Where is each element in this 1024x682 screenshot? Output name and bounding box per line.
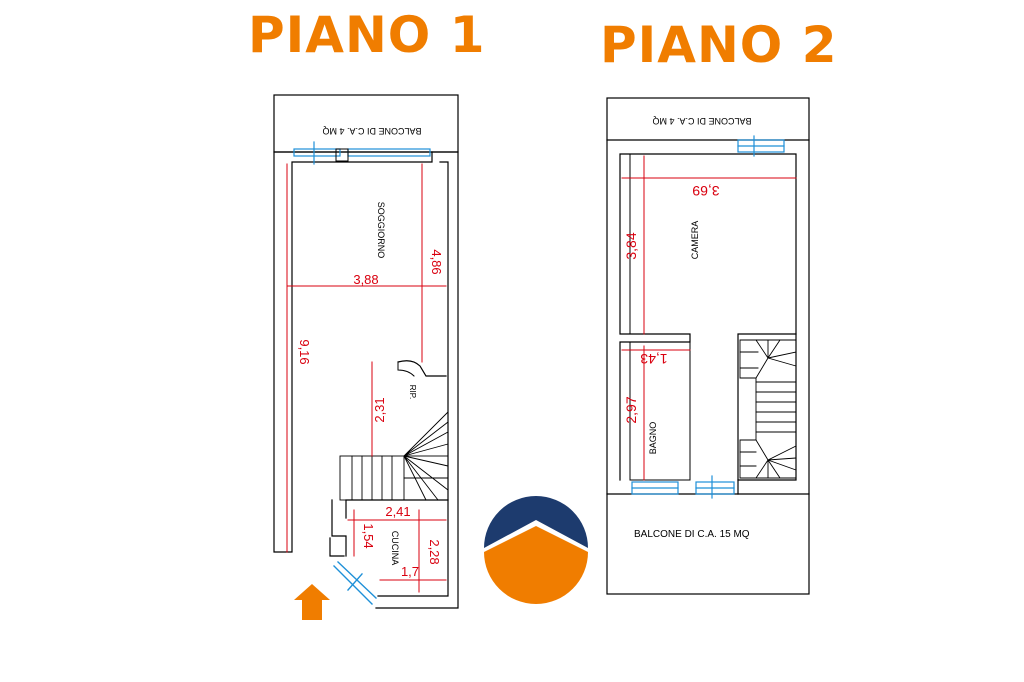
floor1-dimension-lines [286,163,447,593]
floor2-bath-walls [629,153,691,481]
floor2-plan: BALCONE DI C.A. 4 MQ BALCONE DI C.A. 15 … [606,97,810,595]
floor1-wall-right-inner [377,161,449,597]
floor1-window-kitchen [333,561,377,605]
floor1-staircase [339,410,449,501]
floor2-bathroom-label: BAGNO [648,422,658,455]
floor2-bedroom-walls [619,153,797,495]
floor1-storage-wall [397,360,447,377]
floor2-outline [606,97,810,595]
floor2-dim-bedroom-width: 3,69 [692,183,719,199]
floor2-dim-bath-depth: 2,97 [623,396,639,423]
floor1-kitchen-label: CUCINA [390,531,400,566]
logo-top-segment [484,496,588,548]
floor2-dim-bath-width: 1,43 [640,351,667,367]
floor2-balcony-bottom-label: BALCONE DI C.A. 15 MQ [634,529,750,540]
house-roof-logo-icon [484,496,588,604]
floor2-window-bath [631,481,679,495]
floor1-dim-kitchen-bottom: 1,7 [401,564,419,579]
floor2-title: PIANO 2 [600,16,838,74]
floor1-kitchen-nook [329,537,345,557]
floor1-balcony-label: BALCONE DI C.A. 4 MQ [322,126,421,136]
floor2-dimension-lines [621,155,797,481]
floor1-dim-kitchen-right: 2,28 [427,539,442,564]
floor1-balcony-door [335,148,349,162]
floor1-storage-label: RIP. [408,385,417,400]
floor2-balcony-top-label: BALCONE DI C.A. 4 MQ [652,116,751,126]
floor2-bedroom-label: CAMERA [690,221,700,260]
floor2-window-top [737,135,785,157]
floor1-wall-right [375,151,459,609]
entrance-arrow-icon [294,584,330,620]
floor2-dim-bedroom-depth: 3,84 [623,232,639,259]
floor1-window-balcony [293,141,431,165]
floor1-dim-kitchen-left: 1,54 [361,523,376,548]
floor1-title: PIANO 1 [248,6,486,64]
floor1-living-label: SOGGIORNO [376,202,386,259]
floor1-dim-hall-length: 2,31 [372,397,387,422]
floor1-balcony-outline [273,94,459,153]
logo-bottom-segment [484,526,588,604]
floor1-dim-total-length: 9,16 [297,339,312,364]
floor2-staircase [739,339,797,479]
floor2-window-stair [695,475,735,499]
floor1-plan: BALCONE DI C.A. 4 MQ SOGGIORNO RIP. CUCI… [273,94,459,620]
floor1-dim-kitchen-width: 2,41 [385,504,410,519]
floor1-storage-door [397,361,415,377]
floor1-dim-living-depth: 4,86 [429,249,444,274]
floor1-dim-living-width: 3,88 [353,272,378,287]
